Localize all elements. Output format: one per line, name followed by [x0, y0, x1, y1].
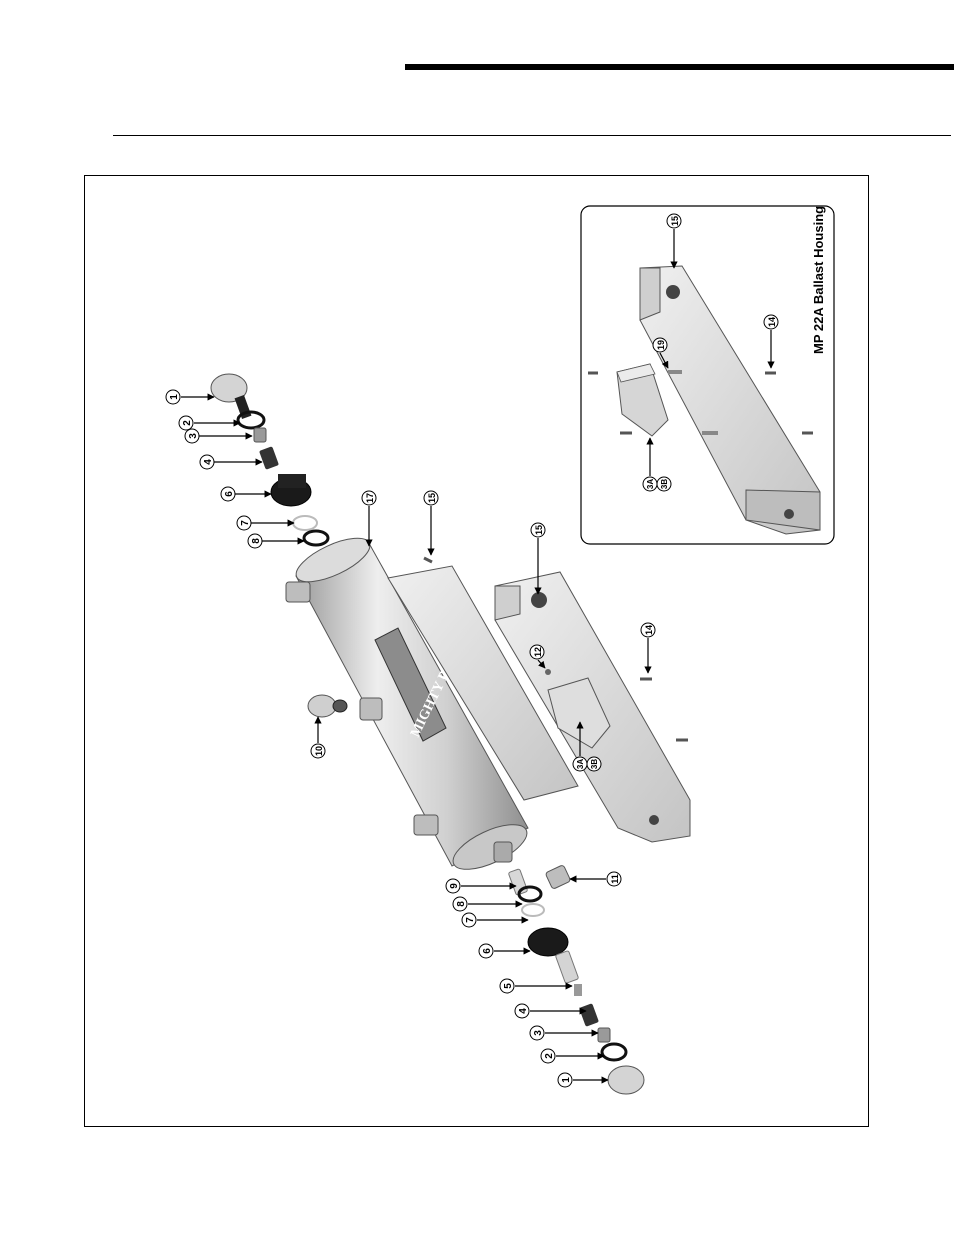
callout-inset-3a: 3A — [643, 477, 657, 491]
callout-top-2: 2 — [179, 416, 193, 430]
svg-text:7: 7 — [465, 917, 476, 923]
svg-text:3A: 3A — [576, 759, 585, 769]
callout-inset-19: 19 — [653, 338, 667, 352]
svg-text:8: 8 — [251, 538, 262, 544]
callout-mid-10: 10 — [311, 744, 325, 758]
callout-top-7: 7 — [237, 516, 251, 530]
callout-mid-12: 12 — [530, 645, 544, 659]
callout-top-1: 1 — [166, 390, 180, 404]
svg-text:8: 8 — [456, 901, 467, 907]
callout-bottom-9: 9 — [446, 879, 460, 893]
callout-top-6: 6 — [221, 487, 235, 501]
callout-mid-11: 11 — [607, 872, 621, 886]
bottom-end-assembly — [508, 869, 644, 1094]
callout-bottom-4: 4 — [515, 1004, 529, 1018]
callout-bottom-6: 6 — [479, 944, 493, 958]
svg-text:15: 15 — [534, 525, 544, 535]
svg-text:15: 15 — [670, 216, 680, 226]
fitting-nut — [545, 865, 571, 890]
svg-text:14: 14 — [767, 317, 777, 327]
callout-mid-14: 14 — [641, 623, 655, 637]
callout-top-3: 3 — [185, 429, 199, 443]
svg-text:19: 19 — [656, 340, 666, 350]
svg-text:3B: 3B — [660, 479, 669, 489]
svg-text:4: 4 — [518, 1008, 529, 1014]
svg-text:2: 2 — [182, 420, 193, 426]
callout-inset-3b: 3B — [657, 477, 671, 491]
callout-inset-15: 15 — [667, 214, 681, 228]
svg-text:15: 15 — [427, 493, 437, 503]
callout-mid-17: 17 — [362, 491, 376, 505]
svg-text:1: 1 — [561, 1077, 572, 1083]
svg-text:3B: 3B — [590, 759, 599, 769]
svg-text:3A: 3A — [646, 479, 655, 489]
top-end-assembly — [211, 374, 328, 545]
svg-text:7: 7 — [240, 520, 251, 526]
svg-text:5: 5 — [503, 983, 514, 989]
svg-text:14: 14 — [644, 625, 654, 635]
svg-text:1: 1 — [169, 394, 180, 400]
svg-text:2: 2 — [544, 1053, 555, 1059]
svg-text:3: 3 — [188, 433, 199, 439]
callout-top-8: 8 — [248, 534, 262, 548]
callout-inset-14: 14 — [764, 315, 778, 329]
svg-text:4: 4 — [203, 459, 214, 465]
svg-text:10: 10 — [314, 746, 324, 756]
callout-bottom-8: 8 — [453, 897, 467, 911]
callout-mid-15b: 15 — [531, 523, 545, 537]
callout-bottom-2: 2 — [541, 1049, 555, 1063]
side-cap-assembly — [308, 695, 347, 717]
svg-text:6: 6 — [224, 491, 235, 497]
svg-text:12: 12 — [533, 647, 543, 657]
svg-text:11: 11 — [610, 874, 620, 884]
callout-mid-3b: 3B — [587, 757, 601, 771]
callout-bottom-3: 3 — [530, 1026, 544, 1040]
inset-title: MP 22A Ballast Housing — [811, 206, 826, 354]
callout-bottom-5: 5 — [500, 979, 514, 993]
callout-bottom-1: 1 — [558, 1073, 572, 1087]
svg-text:6: 6 — [482, 948, 493, 954]
callout-bottom-7: 7 — [462, 913, 476, 927]
svg-text:17: 17 — [365, 493, 375, 503]
callout-top-4: 4 — [200, 455, 214, 469]
svg-text:9: 9 — [449, 883, 460, 889]
callout-mid-15: 15 — [424, 491, 438, 505]
callout-mid-3a: 3A — [573, 757, 587, 771]
ballast-housing-inset — [581, 206, 834, 544]
svg-text:3: 3 — [533, 1030, 544, 1036]
